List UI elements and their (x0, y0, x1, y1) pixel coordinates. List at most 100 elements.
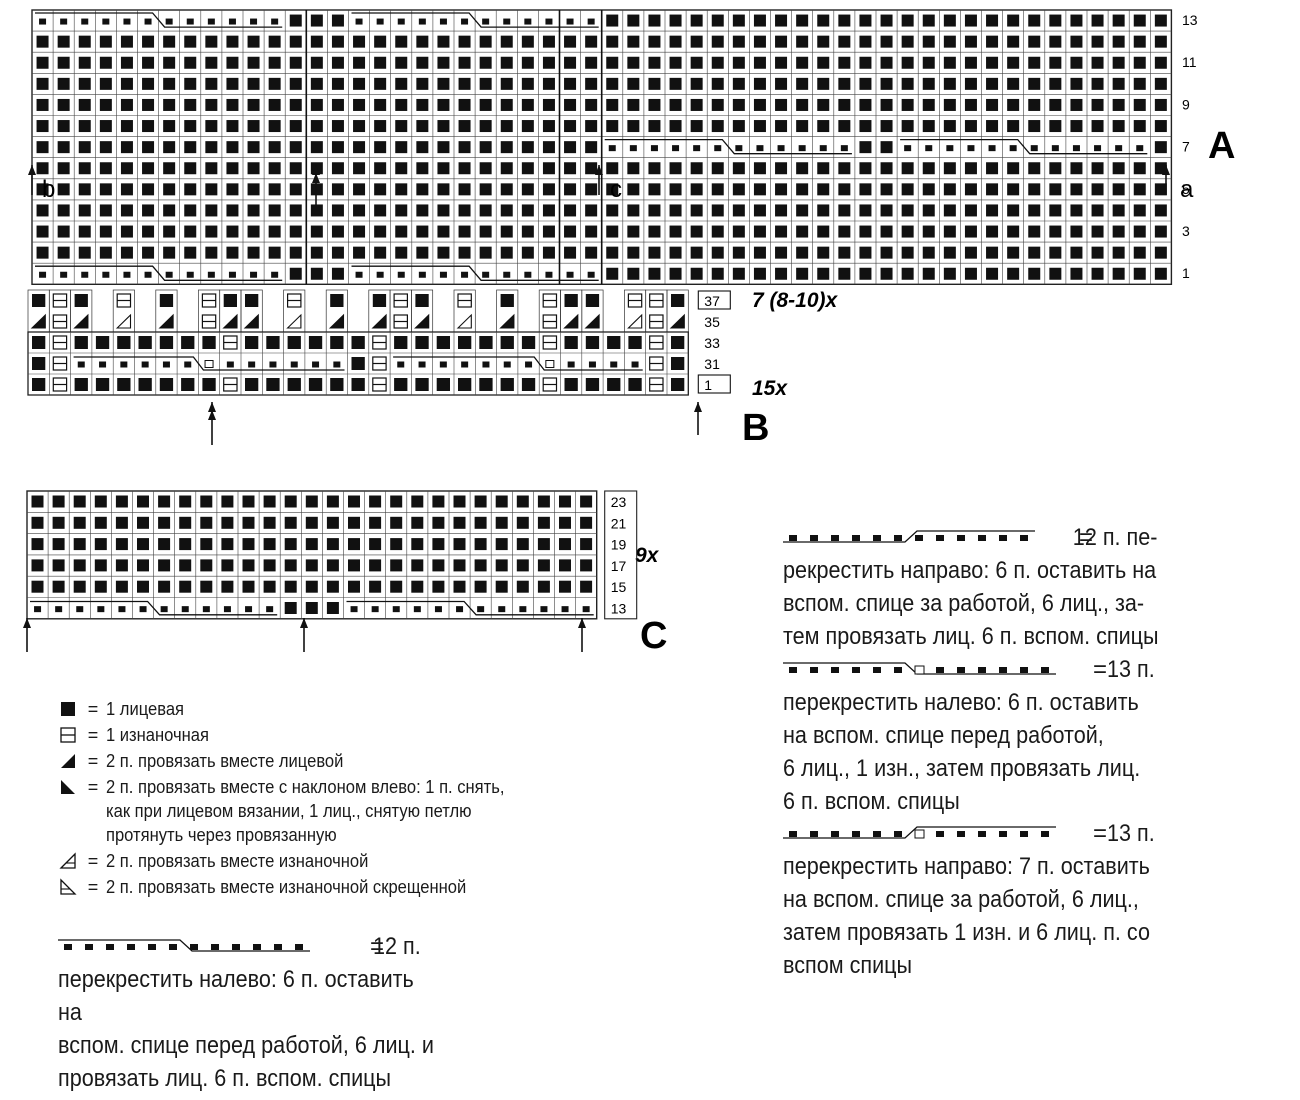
knit-stitch (458, 336, 472, 349)
knit-stitch (184, 141, 197, 154)
knit-stitch (374, 225, 387, 238)
cable-dot (39, 18, 47, 25)
cable-icon-dot (894, 535, 902, 541)
knit-stitch (453, 516, 466, 529)
knit-stitch (964, 183, 977, 196)
knit-stitch (669, 162, 682, 175)
knit-stitch (901, 267, 914, 280)
knit-stitch (1070, 120, 1083, 133)
knit-stitch (394, 378, 408, 391)
knit-stitch (331, 204, 344, 217)
knit-stitch (57, 204, 70, 217)
knit-stitch (564, 336, 578, 349)
knit-stitch (326, 495, 339, 508)
knit-stitch (268, 225, 281, 238)
knit-stitch (289, 35, 302, 48)
knit-stitch (310, 183, 323, 196)
knit-stitch (648, 77, 661, 90)
knit-stitch (1091, 204, 1104, 217)
arrow-head (312, 173, 320, 183)
knit-stitch (374, 77, 387, 90)
knit-stitch (137, 538, 149, 551)
cable-dot (99, 361, 107, 368)
knit-stitch (606, 183, 619, 196)
knit-stitch (1112, 98, 1125, 111)
knit-stitch (1007, 204, 1020, 217)
knit-stitch (542, 183, 555, 196)
knit-stitch (964, 98, 977, 111)
knit-stitch (331, 183, 344, 196)
knit-stitch (986, 120, 999, 133)
knit-stitch (390, 559, 403, 572)
knit-stitch (500, 162, 513, 175)
knit-stitch (158, 495, 171, 508)
k2tog-stitch (371, 313, 387, 329)
knit-stitch (753, 56, 766, 69)
knit-stitch (817, 246, 830, 259)
knit-stitch (374, 141, 387, 154)
knit-stitch (880, 267, 893, 280)
knit-stitch (500, 183, 513, 196)
knit-stitch (753, 14, 766, 27)
knit-stitch (348, 580, 360, 593)
knit-stitch (500, 77, 513, 90)
knit-stitch (516, 495, 529, 508)
knit-stitch (901, 120, 914, 133)
cable-icon-dot (85, 944, 93, 950)
knit-stitch (564, 141, 577, 154)
knit-stitch (284, 602, 297, 614)
knit-stitch (181, 378, 195, 391)
cable-icon-dot (894, 667, 902, 673)
knit-stitch (500, 225, 513, 238)
cable-dot (650, 145, 658, 152)
knit-stitch (796, 246, 809, 259)
arrow-head (300, 618, 308, 628)
cable-dot (1115, 145, 1123, 152)
knit-stitch (395, 204, 408, 217)
knit-stitch (78, 35, 91, 48)
knit-stitch (36, 35, 49, 48)
knit-stitch (163, 225, 176, 238)
knit-stitch (73, 559, 86, 572)
chart-c-row-number: 17 (611, 558, 627, 574)
arrow-head (578, 618, 586, 628)
knit-stitch (32, 294, 46, 307)
knit-stitch (479, 225, 492, 238)
knit-stitch (516, 516, 529, 529)
cable-dot (610, 361, 618, 368)
knit-stitch (1070, 77, 1083, 90)
knit-stitch (115, 580, 128, 593)
knit-stitch (711, 225, 724, 238)
knit-stitch (732, 56, 745, 69)
knit-stitch (500, 336, 514, 349)
knit-stitch (628, 378, 642, 391)
knit-stitch (838, 77, 851, 90)
symbol-legend: =1 лицевая=1 изнаночная=2 п. провязать в… (58, 697, 618, 901)
knit-stitch (690, 56, 703, 69)
cable-icon-dot (295, 944, 303, 950)
legend-item: =2 п. провязать вместе лицевой (58, 749, 618, 773)
knit-stitch (310, 225, 323, 238)
knit-stitch (289, 267, 302, 280)
chart-a-row-number: 9 (1182, 96, 1190, 112)
cable-dot (397, 18, 405, 25)
knit-stitch (732, 204, 745, 217)
knit-stitch (432, 495, 445, 508)
knit-stitch (57, 120, 70, 133)
legend-text: 2 п. провязать вместе лицевой (106, 751, 344, 771)
knit-stitch (564, 120, 577, 133)
knit-stitch (922, 56, 935, 69)
knit-stitch (690, 204, 703, 217)
knit-stitch (817, 14, 830, 27)
cable-dot (376, 271, 384, 278)
knit-stitch (753, 120, 766, 133)
knit-stitch (796, 56, 809, 69)
knit-stitch (1112, 225, 1125, 238)
knit-stitch (415, 378, 429, 391)
knit-stitch (559, 580, 571, 593)
knit-stitch (671, 378, 685, 391)
knit-stitch (205, 162, 218, 175)
cable-right-12-eq: = (1079, 524, 1094, 551)
knit-stitch (31, 580, 44, 593)
